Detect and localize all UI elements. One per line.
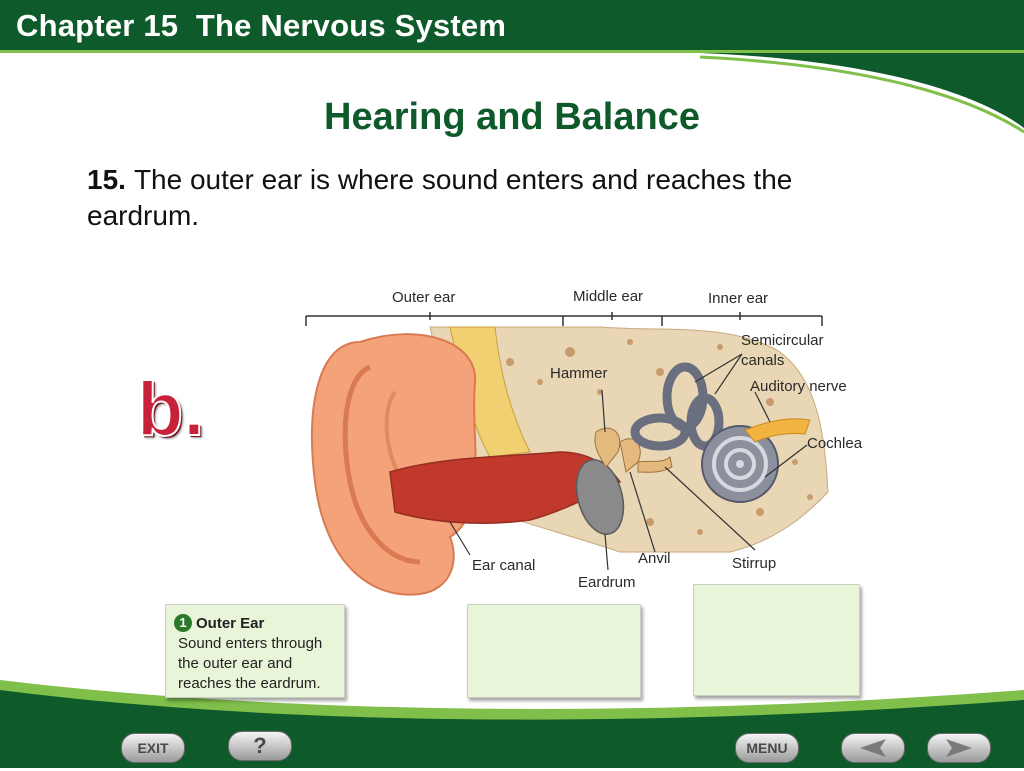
ear-anatomy-diagram: Outer ear Middle ear Inner ear bbox=[305, 288, 863, 596]
help-button[interactable]: ? bbox=[228, 731, 292, 761]
answer-letter: b. bbox=[136, 366, 206, 453]
exit-button[interactable]: EXIT bbox=[121, 733, 185, 763]
header-rule bbox=[0, 50, 1024, 53]
question-text-block: 15.The outer ear is where sound enters a… bbox=[87, 162, 907, 234]
next-button[interactable] bbox=[927, 733, 991, 763]
label-semicircular-canals-1: Semicircular bbox=[741, 332, 824, 349]
chapter-title: Chapter 15 The Nervous System bbox=[16, 8, 507, 43]
label-hammer: Hammer bbox=[550, 365, 608, 382]
slide-title: Hearing and Balance bbox=[324, 96, 700, 138]
section-brackets bbox=[305, 312, 823, 326]
previous-button[interactable] bbox=[841, 733, 905, 763]
label-middle-ear: Middle ear bbox=[573, 288, 643, 305]
semicircular-canals bbox=[630, 362, 724, 451]
menu-button[interactable]: MENU bbox=[735, 733, 799, 763]
auditory-nerve bbox=[744, 418, 811, 443]
ossicles bbox=[594, 427, 673, 473]
cochlea-shape bbox=[701, 425, 779, 503]
question-number: 15. bbox=[87, 164, 126, 195]
question-text: The outer ear is where sound enters and … bbox=[87, 164, 793, 231]
label-cochlea: Cochlea bbox=[807, 435, 863, 452]
inner-ear-card-blank bbox=[693, 584, 860, 696]
ear-canal bbox=[389, 451, 622, 525]
outer-ear-card-body: Sound enters through the outer ear and r… bbox=[178, 635, 323, 692]
outer-ear-card-title: Outer Ear bbox=[196, 615, 265, 632]
label-eardrum: Eardrum bbox=[578, 574, 636, 591]
label-inner-ear: Inner ear bbox=[708, 290, 768, 307]
label-stirrup: Stirrup bbox=[732, 555, 776, 572]
step-number-badge: 1 bbox=[174, 614, 192, 632]
eardrum-shape bbox=[575, 459, 625, 535]
header-bar: Chapter 15 The Nervous System bbox=[0, 0, 1024, 53]
leader-lines bbox=[449, 353, 808, 571]
arrow-left-icon bbox=[860, 739, 886, 757]
label-auditory-nerve: Auditory nerve bbox=[750, 378, 847, 395]
middle-ear-card-blank bbox=[467, 604, 641, 698]
bone-pores bbox=[506, 339, 813, 535]
label-semicircular-canals-2: canals bbox=[741, 352, 784, 369]
label-ear-canal: Ear canal bbox=[472, 557, 535, 574]
arrow-right-icon bbox=[946, 739, 972, 757]
label-outer-ear: Outer ear bbox=[392, 289, 455, 306]
label-anvil: Anvil bbox=[638, 550, 671, 567]
